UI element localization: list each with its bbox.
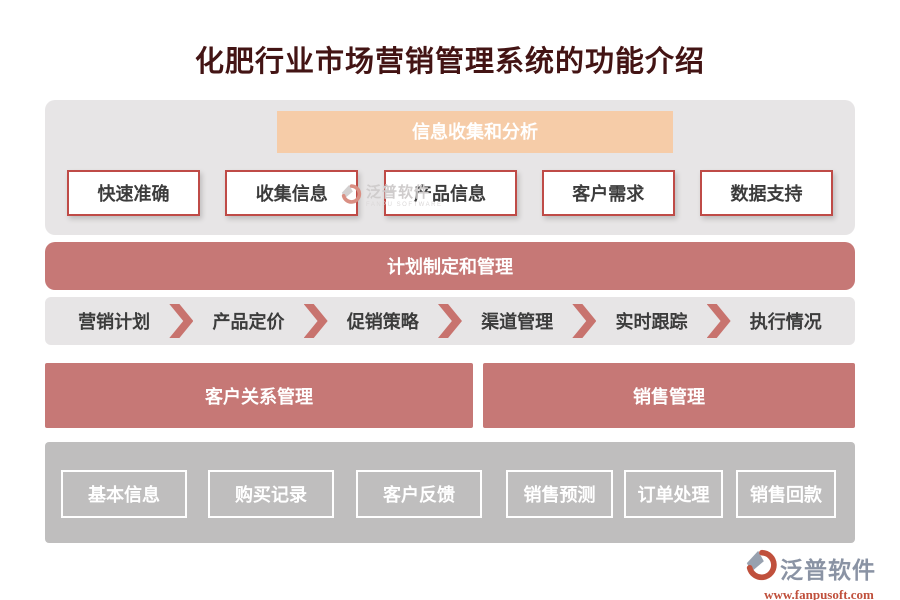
step-realtime-tracking: 实时跟踪 — [615, 312, 688, 332]
step-product-pricing: 产品定价 — [212, 312, 285, 332]
crm-box-basic-info: 基本信息 — [61, 470, 187, 518]
info-box-data-support: 数据支持 — [700, 170, 833, 216]
chevron-right-icon — [303, 304, 328, 338]
chevron-right-icon — [706, 304, 731, 338]
crm-box-purchase-records: 购买记录 — [208, 470, 334, 518]
sales-box-sales-collection: 销售回款 — [736, 470, 836, 518]
sales-box-order-processing: 订单处理 — [624, 470, 723, 518]
footer-url: www.fanpusoft.com — [764, 587, 874, 600]
chevron-right-icon — [572, 304, 597, 338]
info-box-product-info: 产品信息 — [383, 170, 517, 216]
plan-section-header: 计划制定和管理 — [45, 242, 855, 290]
step-promotion-strategy: 促销策略 — [346, 312, 419, 332]
info-box-customer-demand: 客户需求 — [541, 170, 675, 216]
info-section-header: 信息收集和分析 — [277, 111, 673, 153]
step-execution-status: 执行情况 — [749, 312, 822, 332]
step-channel-management: 渠道管理 — [481, 312, 554, 332]
sales-box-sales-forecast: 销售预测 — [506, 470, 613, 518]
crm-box-customer-feedback: 客户反馈 — [356, 470, 482, 518]
chevron-right-icon — [437, 304, 462, 338]
info-box-label: 客户需求 — [572, 184, 645, 204]
crm-section-header: 客户关系管理 — [45, 363, 473, 428]
info-box-label: 产品信息 — [414, 184, 486, 204]
info-box-label: 收集信息 — [255, 184, 328, 204]
step-marketing-plan: 营销计划 — [78, 312, 151, 332]
chevron-right-icon — [169, 304, 194, 338]
info-box-collect-info: 收集信息 — [225, 170, 359, 216]
footer-brand: 泛普软件 www.fanpusoft.com — [744, 548, 894, 600]
sales-section-header: 销售管理 — [483, 363, 855, 428]
info-box-label: 快速准确 — [97, 184, 170, 204]
info-collection-section: 信息收集和分析 快速准确 收集信息 产品信息 客户需求 数据支持 — [45, 100, 855, 235]
plan-steps-strip: 营销计划 产品定价 促销策略 渠道管理 实时跟踪 执行情况 — [45, 297, 855, 345]
footer-brand-name: 泛普软件 — [780, 556, 876, 583]
page-title: 化肥行业市场营销管理系统的功能介绍 — [194, 46, 705, 78]
detail-boxes-section: 基本信息 购买记录 客户反馈 销售预测 订单处理 销售回款 — [45, 442, 855, 543]
info-box-row: 快速准确 收集信息 产品信息 客户需求 数据支持 — [45, 170, 855, 218]
info-box-fast-accurate: 快速准确 — [67, 170, 200, 216]
info-box-label: 数据支持 — [730, 184, 803, 204]
fanpu-logo-icon — [744, 548, 778, 587]
